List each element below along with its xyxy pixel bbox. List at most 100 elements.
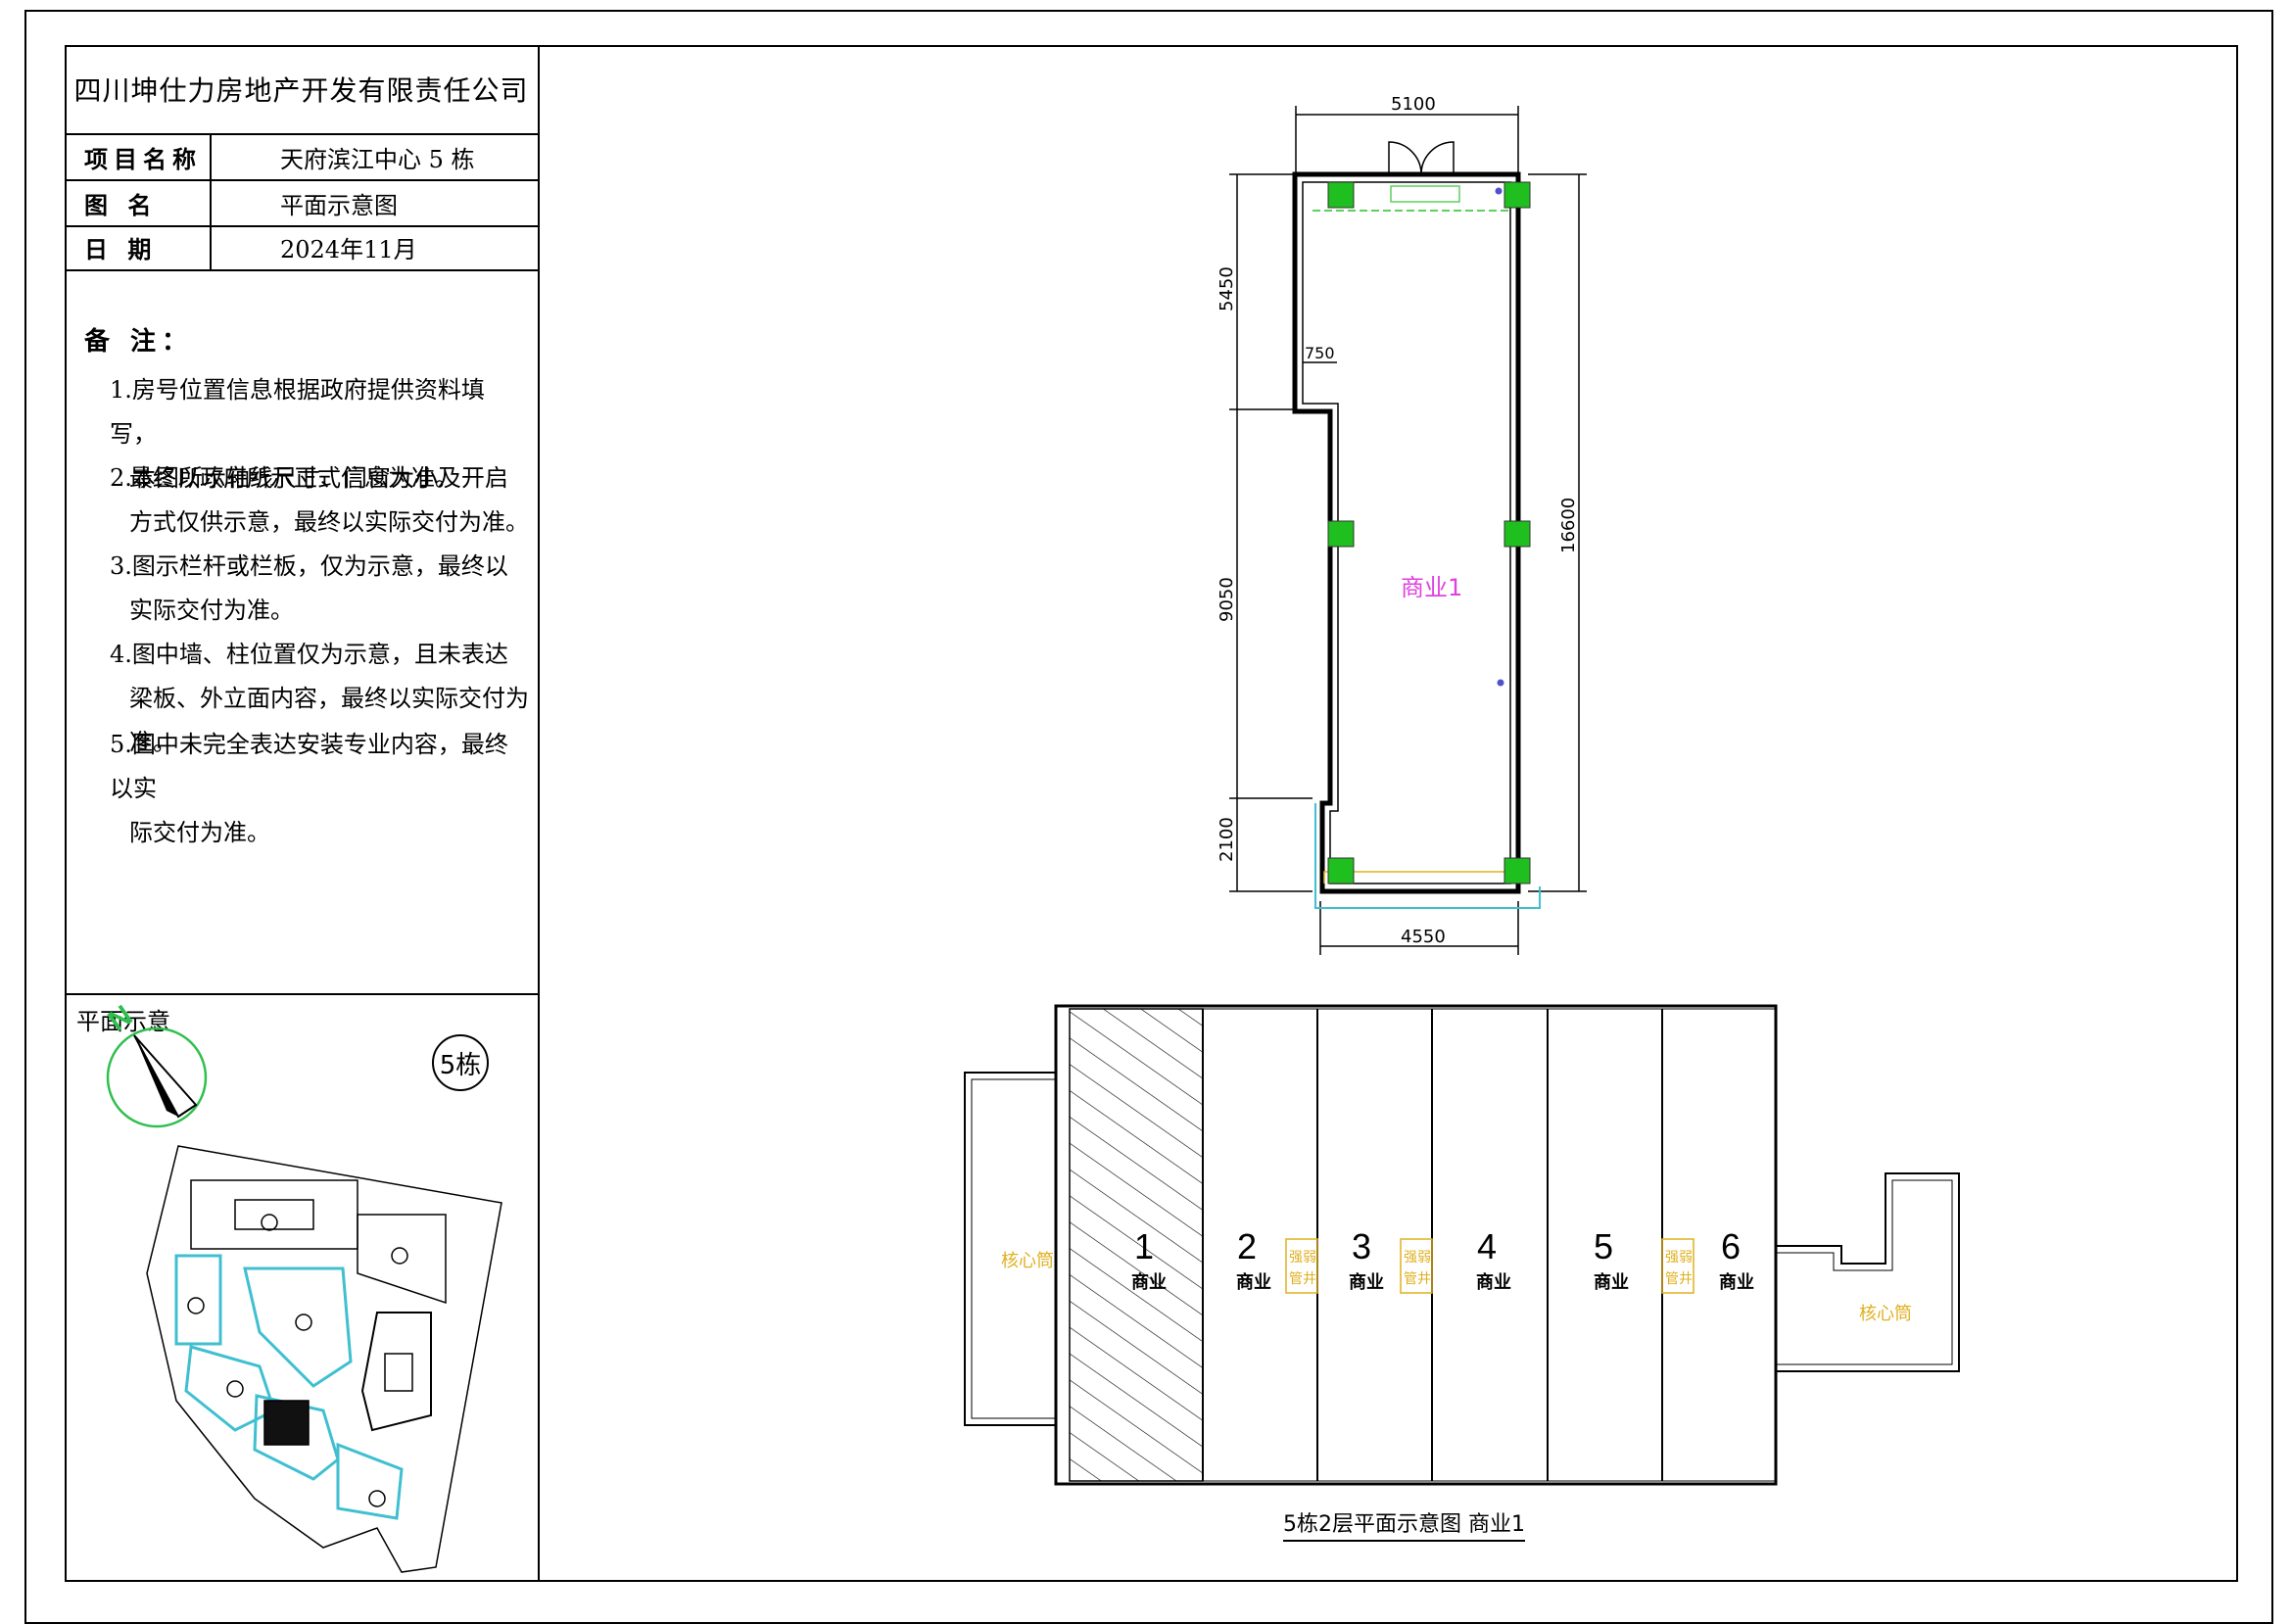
notes-title: 备 注： — [84, 327, 194, 357]
info-row-project: 项目名称 天府滨江中心 5 栋 — [65, 135, 538, 181]
note-line: 梁板、外立面内容，最终以实际交付为准。 — [129, 685, 529, 756]
note-item: 2.本图所示轴线尺寸、门窗大小及开启 方式仅供示意，最终以实际交付为准。 — [110, 456, 531, 545]
note-line: 方式仅供示意，最终以实际交付为准。 — [129, 508, 529, 536]
window-mark — [1390, 185, 1460, 203]
site-building-cyan — [174, 1254, 222, 1346]
site-building-marker — [261, 1214, 278, 1231]
site-building-cyan — [184, 1345, 276, 1432]
note-line: 5.图中未完全表达安装专业内容，最终以实 — [110, 731, 508, 802]
note-item: 4.图中墙、柱位置仅为示意，且未表达 梁板、外立面内容，最终以实际交付为准。 — [110, 633, 531, 765]
column — [1327, 181, 1355, 209]
site-building-highlight — [263, 1400, 310, 1446]
dimension-lines — [1229, 106, 1587, 955]
north-arrow-fill — [134, 1035, 178, 1117]
column — [1503, 857, 1531, 884]
core-left-outline — [964, 1072, 1056, 1426]
shaft-box — [1400, 1238, 1433, 1294]
railing-cyan — [1314, 803, 1541, 909]
site-building-marker — [226, 1380, 244, 1398]
room-label: 商业1 — [1401, 574, 1462, 601]
note-line: 际交付为准。 — [129, 819, 270, 846]
unit-number: 1 — [1134, 1226, 1154, 1266]
note-item: 1.房号位置信息根据政府提供资料填写， 最终以政府所示正式信息为准。 — [110, 368, 531, 501]
dim-left-2: 9050 — [1217, 577, 1237, 622]
dim-bottom: 4550 — [1401, 927, 1446, 947]
building-tag: 5栋 — [432, 1034, 489, 1091]
site-building-cyan — [336, 1442, 404, 1520]
info-value: 天府滨江中心 5 栋 — [280, 146, 475, 173]
unit-number: 5 — [1594, 1226, 1613, 1266]
shaft-label: 管井 — [1404, 1270, 1431, 1286]
north-arrow: N — [103, 999, 208, 1128]
unit-label: 商业 — [1476, 1271, 1511, 1292]
note-line: 1.房号位置信息根据政府提供资料填写， — [110, 376, 485, 448]
unit-label: 商业 — [1594, 1271, 1629, 1292]
unit-label: 商业 — [1131, 1271, 1167, 1292]
column — [1503, 181, 1531, 209]
info-row-date: 日 期 2024年11月 — [65, 225, 538, 271]
shaft-box — [1285, 1238, 1318, 1294]
note-line: 实际交付为准。 — [129, 597, 294, 624]
unit-label: 商业 — [1349, 1271, 1384, 1292]
site-boundary — [146, 1145, 502, 1573]
north-label: N — [103, 999, 139, 1037]
floor-plan-caption: 5栋2层平面示意图 商业1 — [1283, 1506, 1525, 1542]
columns — [1327, 181, 1531, 884]
unit-label: 商业 — [1236, 1271, 1271, 1292]
info-value: 2024年11月 — [280, 236, 417, 263]
shaft-label: 强弱 — [1404, 1249, 1431, 1265]
info-key: 日 期 — [65, 225, 212, 269]
info-row-drawing: 图 名 平面示意图 — [65, 181, 538, 227]
unit-number: 2 — [1237, 1226, 1257, 1266]
note-item: 3.图示栏杆或栏板，仅为示意，最终以 实际交付为准。 — [110, 545, 531, 633]
note-line: 最终以政府所示正式信息为准。 — [129, 464, 458, 492]
note-line: 2.本图所示轴线尺寸、门窗大小及开启 — [110, 464, 508, 492]
site-plan-title: 平面示意 — [76, 1008, 170, 1035]
note-item: 5.图中未完全表达安装专业内容，最终以实 际交付为准。 — [110, 723, 531, 855]
company-name: 四川坤仕力房地产开发有限责任公司 — [65, 45, 538, 135]
floor-plan-labels: 核心筒 核心筒 强弱 管井 强弱 管井 强弱 管井 1 商业 2 商业 3 商业… — [1001, 1226, 1912, 1323]
core-left-outline-inner — [971, 1078, 1056, 1419]
unit-wall — [1292, 171, 1521, 894]
unit-label: 商业 — [1719, 1271, 1754, 1292]
dim-top: 5100 — [1391, 94, 1436, 115]
site-building — [234, 1199, 314, 1230]
note-line: 3.图示栏杆或栏板，仅为示意，最终以 — [110, 552, 508, 580]
dim-right: 16600 — [1558, 498, 1579, 553]
site-plan-map — [146, 1145, 502, 1573]
inner-frame — [65, 45, 2238, 1582]
shaft-label: 强弱 — [1665, 1249, 1693, 1265]
floor-plan — [964, 1004, 1960, 1486]
door-icon — [1388, 141, 1455, 175]
site-building — [360, 1312, 432, 1432]
unit-number: 3 — [1352, 1226, 1371, 1266]
column — [1327, 520, 1355, 548]
info-key: 图 名 — [65, 181, 212, 225]
equipment-dot — [1495, 187, 1503, 195]
site-building — [190, 1179, 358, 1250]
dim-left-3: 2100 — [1217, 817, 1237, 862]
equipment-dot — [1497, 679, 1504, 687]
core-right-outline-inner — [1776, 1179, 1953, 1365]
notes-section: 备 注： 1.房号位置信息根据政府提供资料填写， 最终以政府所示正式信息为准。 … — [65, 268, 538, 995]
north-circle — [106, 1027, 208, 1128]
column — [1327, 857, 1355, 884]
site-building-marker — [368, 1490, 386, 1507]
unit-number: 6 — [1721, 1226, 1741, 1266]
site-building-marker — [187, 1297, 205, 1314]
unit-1-hatched — [1069, 1008, 1204, 1482]
core-right-label: 核心筒 — [1859, 1304, 1912, 1323]
dim-left-1: 5450 — [1217, 266, 1237, 311]
site-building-cyan — [253, 1394, 340, 1481]
core-left-label: 核心筒 — [1001, 1251, 1054, 1270]
site-building-marker — [295, 1314, 312, 1331]
site-building — [357, 1214, 447, 1305]
column — [1503, 520, 1531, 548]
unit-plan: 5100 4550 5450 9050 2100 16600 750 商业1 — [1217, 94, 1587, 955]
shaft-label: 管井 — [1289, 1270, 1316, 1286]
core-right-outline — [1776, 1172, 1960, 1372]
info-value: 平面示意图 — [280, 192, 398, 219]
info-key: 项目名称 — [65, 135, 212, 179]
site-building-core — [384, 1353, 413, 1392]
